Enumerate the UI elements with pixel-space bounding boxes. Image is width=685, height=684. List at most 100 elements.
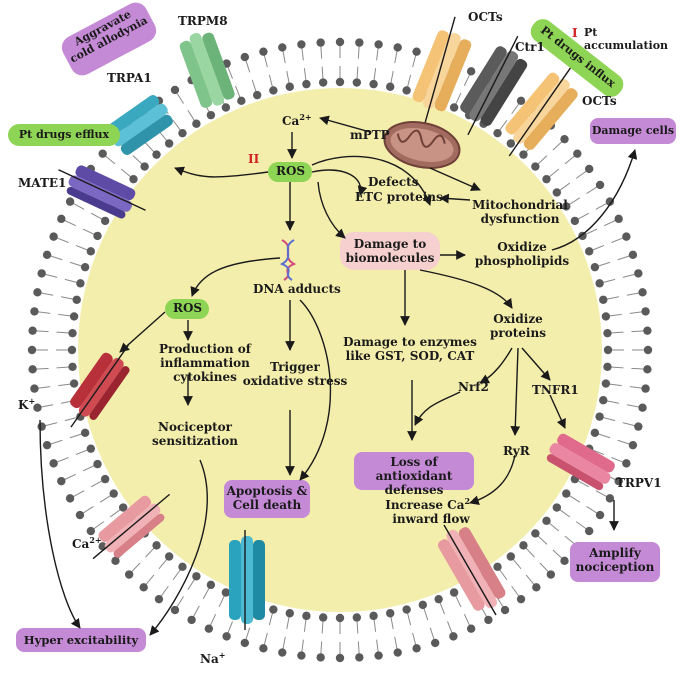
lipid-head bbox=[335, 653, 345, 663]
lipid-head bbox=[393, 43, 402, 52]
damage-biomolecules-bubble bbox=[340, 232, 440, 270]
lipid-head bbox=[500, 605, 510, 615]
lipid-head bbox=[118, 503, 128, 512]
lipid-head bbox=[516, 594, 526, 604]
lipid-head bbox=[278, 648, 287, 657]
mptp-label: mPTP bbox=[350, 128, 390, 142]
lipid-head bbox=[449, 632, 458, 641]
lipid-head bbox=[86, 444, 96, 453]
lipid-head bbox=[519, 150, 528, 159]
lipid-head bbox=[237, 96, 246, 106]
lipid-head bbox=[152, 150, 161, 159]
lipid-head bbox=[386, 82, 395, 91]
lipid-head bbox=[355, 38, 364, 47]
lipid-head bbox=[154, 594, 164, 604]
tnfr1-label: TNFR1 bbox=[532, 383, 579, 397]
lipid-head bbox=[335, 77, 345, 87]
lipid-head bbox=[30, 384, 39, 393]
lipid-head bbox=[164, 552, 174, 561]
lipid-head bbox=[641, 384, 650, 393]
lipid-head bbox=[192, 572, 201, 581]
ros-top-bubble bbox=[268, 162, 312, 182]
lipid-head bbox=[28, 326, 37, 335]
lipid-head bbox=[297, 40, 306, 49]
lipid-head bbox=[252, 90, 262, 100]
lipid-head bbox=[57, 214, 66, 224]
marker-ii: II bbox=[248, 152, 260, 166]
lipid-head bbox=[69, 312, 79, 321]
lipid-head bbox=[170, 85, 180, 95]
lipid-head bbox=[584, 164, 594, 174]
lipid-head bbox=[278, 43, 287, 52]
lipid-head bbox=[542, 516, 551, 526]
lipid-head bbox=[30, 307, 39, 316]
lipid-head bbox=[603, 362, 612, 372]
lipid-head bbox=[318, 613, 328, 622]
lipid-head bbox=[393, 648, 402, 657]
lipid-head bbox=[259, 47, 268, 56]
lipid-head bbox=[493, 562, 502, 572]
lipid-head bbox=[570, 216, 580, 226]
lipid-head bbox=[449, 588, 459, 597]
lipid-head bbox=[542, 174, 551, 184]
lipid-head bbox=[86, 526, 96, 536]
ros-left-label: ROS bbox=[173, 301, 203, 315]
lipid-head bbox=[86, 247, 96, 256]
lipid-head bbox=[601, 312, 611, 321]
lipid-head bbox=[75, 510, 85, 520]
lipid-head bbox=[562, 489, 571, 498]
octs-right-label: OCTs bbox=[582, 94, 617, 108]
octs-channel-right bbox=[505, 64, 578, 157]
k-label: K+ bbox=[18, 396, 36, 412]
lipid-head bbox=[302, 79, 311, 89]
dna-icon bbox=[279, 239, 297, 281]
lipid-head bbox=[164, 139, 174, 148]
lipid-head bbox=[638, 288, 647, 297]
lipid-head bbox=[109, 489, 118, 498]
damage-cells-text: Damage cells bbox=[591, 124, 675, 137]
aggravate-box bbox=[61, 2, 157, 76]
lipid-head bbox=[49, 459, 58, 468]
lipid-head bbox=[560, 134, 569, 144]
lipid-head bbox=[68, 362, 77, 372]
lipid-head bbox=[240, 52, 250, 62]
trpv1-channel bbox=[546, 433, 615, 491]
hyper-text: Hyper excitability bbox=[23, 633, 139, 647]
lipid-head bbox=[206, 580, 216, 590]
defects-label: Defects bbox=[368, 175, 419, 189]
ca-left-label: Ca2+ bbox=[72, 535, 102, 551]
lipid-head bbox=[369, 611, 378, 621]
lipid-head bbox=[484, 615, 493, 625]
lipid-head bbox=[240, 638, 250, 648]
lipid-head bbox=[493, 128, 502, 138]
apoptosis-box bbox=[224, 480, 310, 518]
amplify-box bbox=[570, 542, 660, 582]
mate1-label: MATE1 bbox=[18, 176, 67, 190]
lipid-head bbox=[603, 345, 613, 355]
lipid-head bbox=[111, 556, 120, 566]
lipid-head bbox=[269, 605, 278, 614]
lipid-head bbox=[412, 644, 421, 653]
mate1-channel bbox=[58, 165, 146, 219]
lipid-head bbox=[221, 103, 231, 112]
lipid-head bbox=[285, 82, 294, 91]
lipid-head bbox=[599, 295, 608, 304]
trpv1-label: TRPV1 bbox=[616, 476, 662, 490]
lipid-head bbox=[584, 247, 594, 256]
lipid-head bbox=[57, 476, 66, 486]
lipid-head bbox=[67, 345, 77, 355]
lipid-head bbox=[42, 250, 52, 260]
lipid-head bbox=[552, 188, 562, 197]
lipid-head bbox=[27, 345, 37, 355]
lipid-head bbox=[335, 37, 345, 47]
pt-efflux-box bbox=[8, 124, 120, 146]
lipid-head bbox=[531, 529, 540, 538]
